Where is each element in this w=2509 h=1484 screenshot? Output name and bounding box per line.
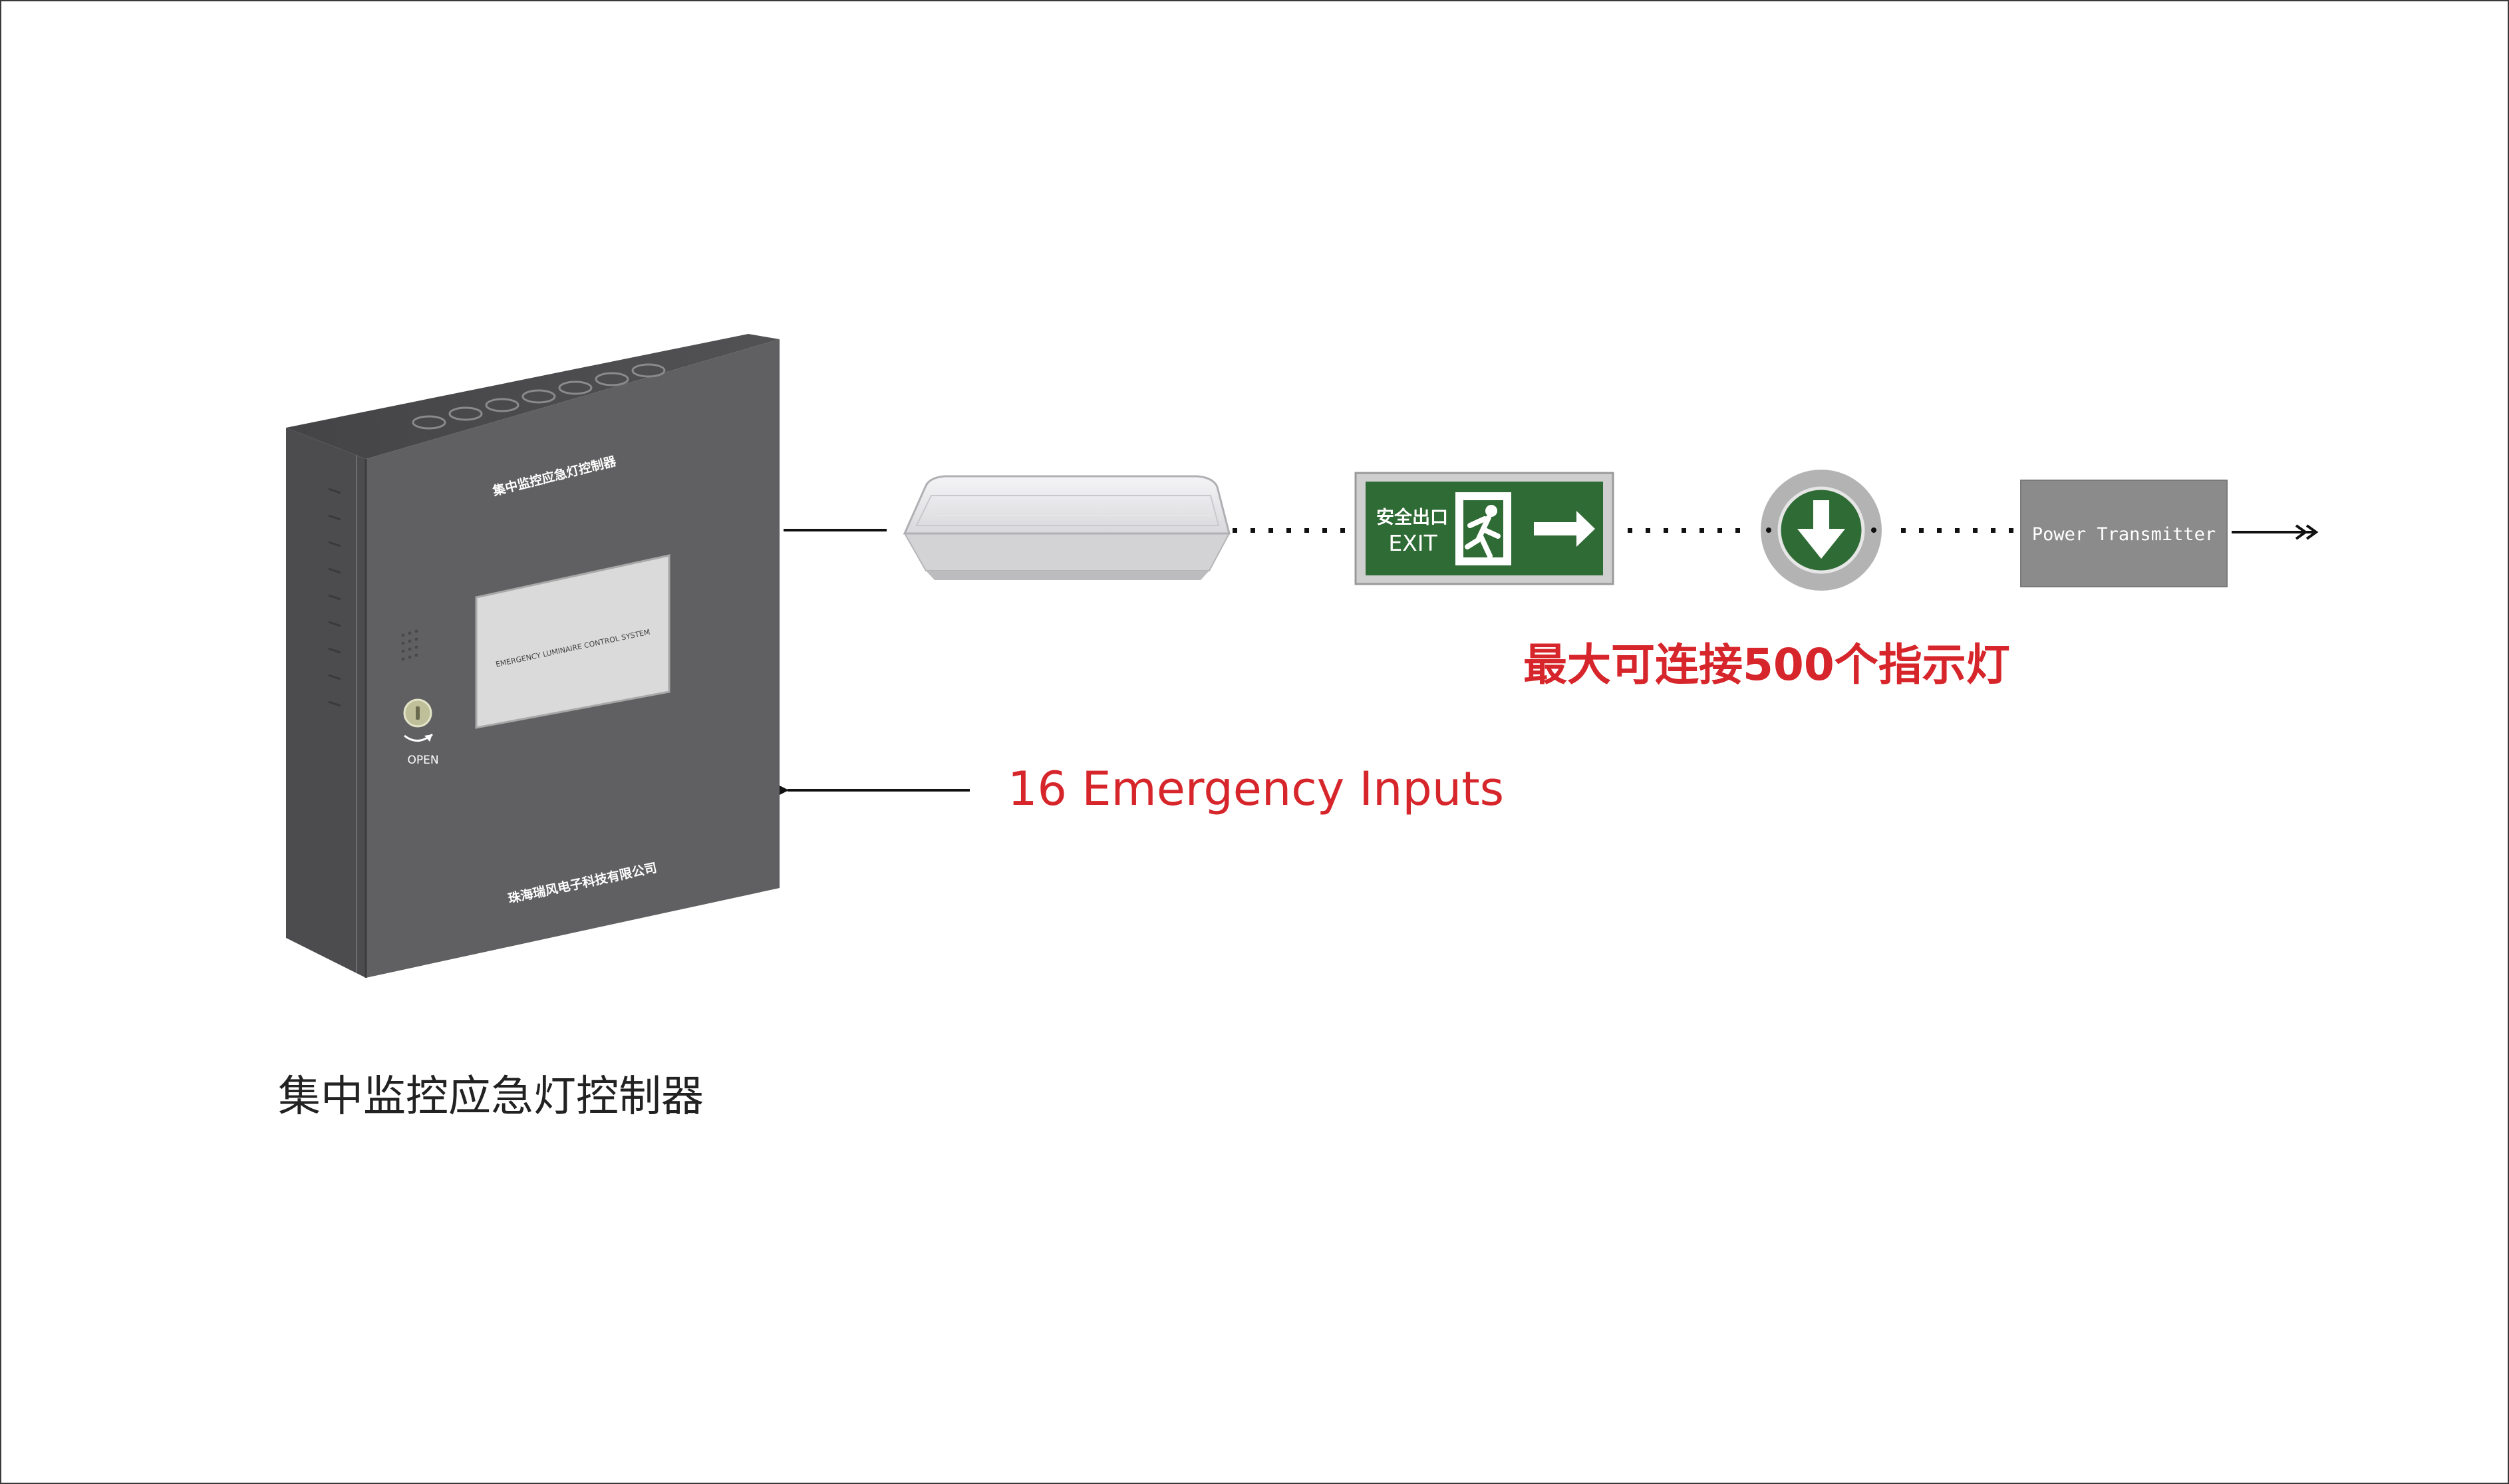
exit-sign-en: EXIT (1388, 530, 1437, 556)
emergency-light-fixture (903, 475, 1231, 580)
emergency-inputs-annotation: 16 Emergency Inputs (1008, 762, 1504, 816)
power-transmitter-label: Power Transmitter (2032, 524, 2216, 545)
cabinet-side (286, 428, 366, 978)
double-chevron-icon (2295, 524, 2319, 540)
dotted-link-3 (1870, 528, 2013, 533)
lock-icon[interactable] (403, 698, 432, 728)
dotted-link-1 (1233, 528, 1345, 533)
speaker-grille (401, 629, 418, 661)
open-label: OPEN (407, 754, 438, 767)
right-arrow-icon (1534, 511, 1595, 547)
dotted-link-2 (1628, 528, 1740, 533)
running-man-icon (1455, 492, 1511, 565)
exit-sign: 安全出口 EXIT (1354, 472, 1614, 585)
cable-ports (412, 363, 666, 430)
controller-caption: 集中监控应急灯控制器 (278, 1072, 704, 1121)
direction-indicator (1761, 470, 1882, 591)
controller-cabinet: 集中监控应急灯控制器 EMERGENCY LUMINAIRE CONTROL S… (286, 334, 780, 978)
power-transmitter: Power Transmitter (2020, 480, 2228, 587)
exit-sign-cn: 安全出口 (1376, 507, 1448, 528)
cabinet-display (475, 554, 670, 729)
max-indicators-annotation: 最大可连接500个指示灯 (1523, 639, 2010, 690)
side-vents (328, 488, 341, 707)
down-arrow-icon (1797, 500, 1845, 559)
